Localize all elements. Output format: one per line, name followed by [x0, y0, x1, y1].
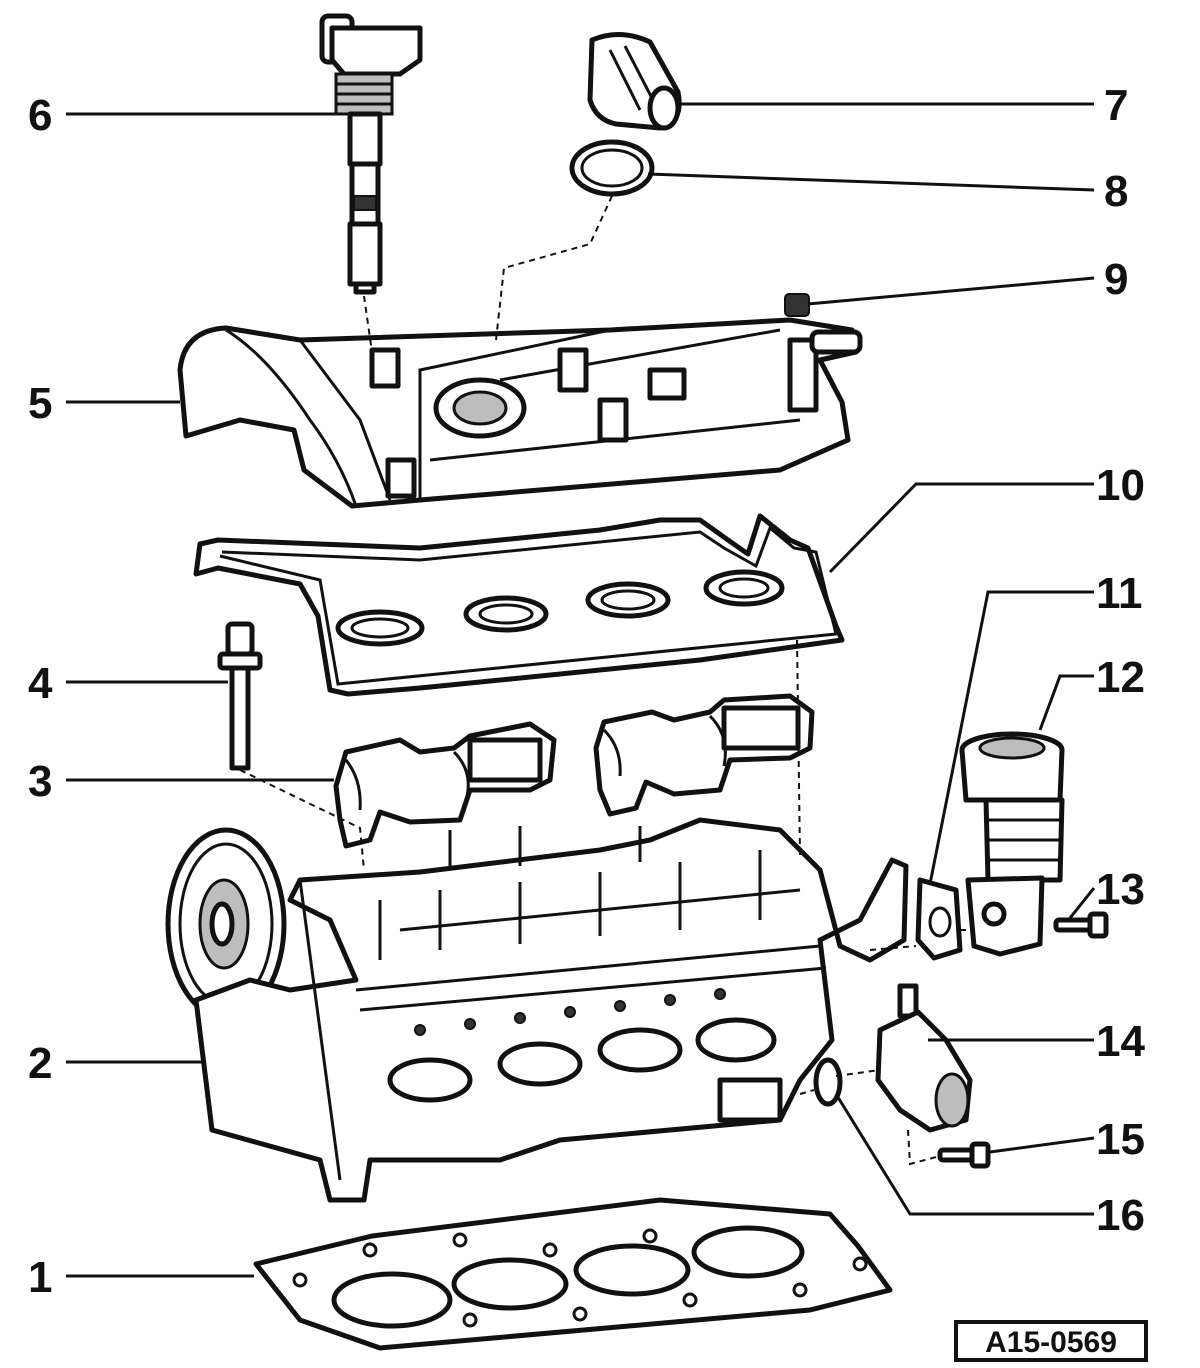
leader-line-12: [1038, 674, 1094, 731]
callout-7: 7: [1104, 81, 1128, 130]
cylinder-head-part: [165, 817, 909, 1203]
seal-ring-part: [569, 139, 655, 197]
callout-4: 4: [28, 659, 53, 708]
callout-3: 3: [28, 757, 52, 806]
callout-6: 6: [28, 91, 52, 140]
valve-part: [959, 731, 1065, 957]
callout-13: 13: [1096, 865, 1145, 914]
valve-bolt-part: [1053, 911, 1109, 939]
head-gasket-part: [253, 1197, 893, 1351]
leader-line-16: [834, 1093, 1094, 1216]
leader-line-9: [807, 276, 1095, 306]
coolant-flange-part: [875, 983, 973, 1133]
assembly-guides: [239, 195, 972, 1166]
callout-9: 9: [1104, 255, 1128, 304]
head-bolt-part: [217, 621, 263, 771]
callout-numbers: 1 2 3 4 5 6 7 8 9 10 11 12 13 14 15 16: [28, 81, 1145, 1302]
leader-line-13: [1068, 887, 1096, 919]
ignition-coil-part: [319, 13, 423, 295]
flange-seal-ring-part: [813, 1057, 843, 1107]
leader-line-10: [828, 482, 1094, 574]
oil-filler-cap-part: [587, 32, 682, 131]
leader-line-8: [647, 172, 1095, 192]
callout-16: 16: [1096, 1191, 1145, 1240]
flange-screw-part: [937, 1141, 991, 1169]
callout-5: 5: [28, 379, 52, 428]
callout-14: 14: [1096, 1017, 1145, 1066]
reference-code: A15-0569: [985, 1326, 1117, 1359]
leader-line-11: [928, 590, 1094, 885]
callout-15: 15: [1096, 1115, 1145, 1164]
reference-code-box: A15-0569: [954, 1320, 1148, 1362]
cylinder-head-cover-part: [177, 317, 863, 509]
callout-1: 1: [28, 1253, 52, 1302]
leader-lines: [66, 102, 1096, 1278]
callout-8: 8: [1104, 167, 1128, 216]
callout-2: 2: [28, 1039, 52, 1088]
callout-12: 12: [1096, 653, 1145, 702]
callout-10: 10: [1096, 461, 1145, 510]
bearing-cap-right-part: [593, 693, 815, 817]
cover-nut-part: [784, 293, 810, 317]
callout-11: 11: [1096, 569, 1143, 618]
cover-gasket-part: [193, 513, 845, 697]
leader-line-15: [989, 1136, 1095, 1154]
flange-gasket-part: [915, 877, 963, 961]
bearing-cap-left-part: [333, 721, 557, 849]
